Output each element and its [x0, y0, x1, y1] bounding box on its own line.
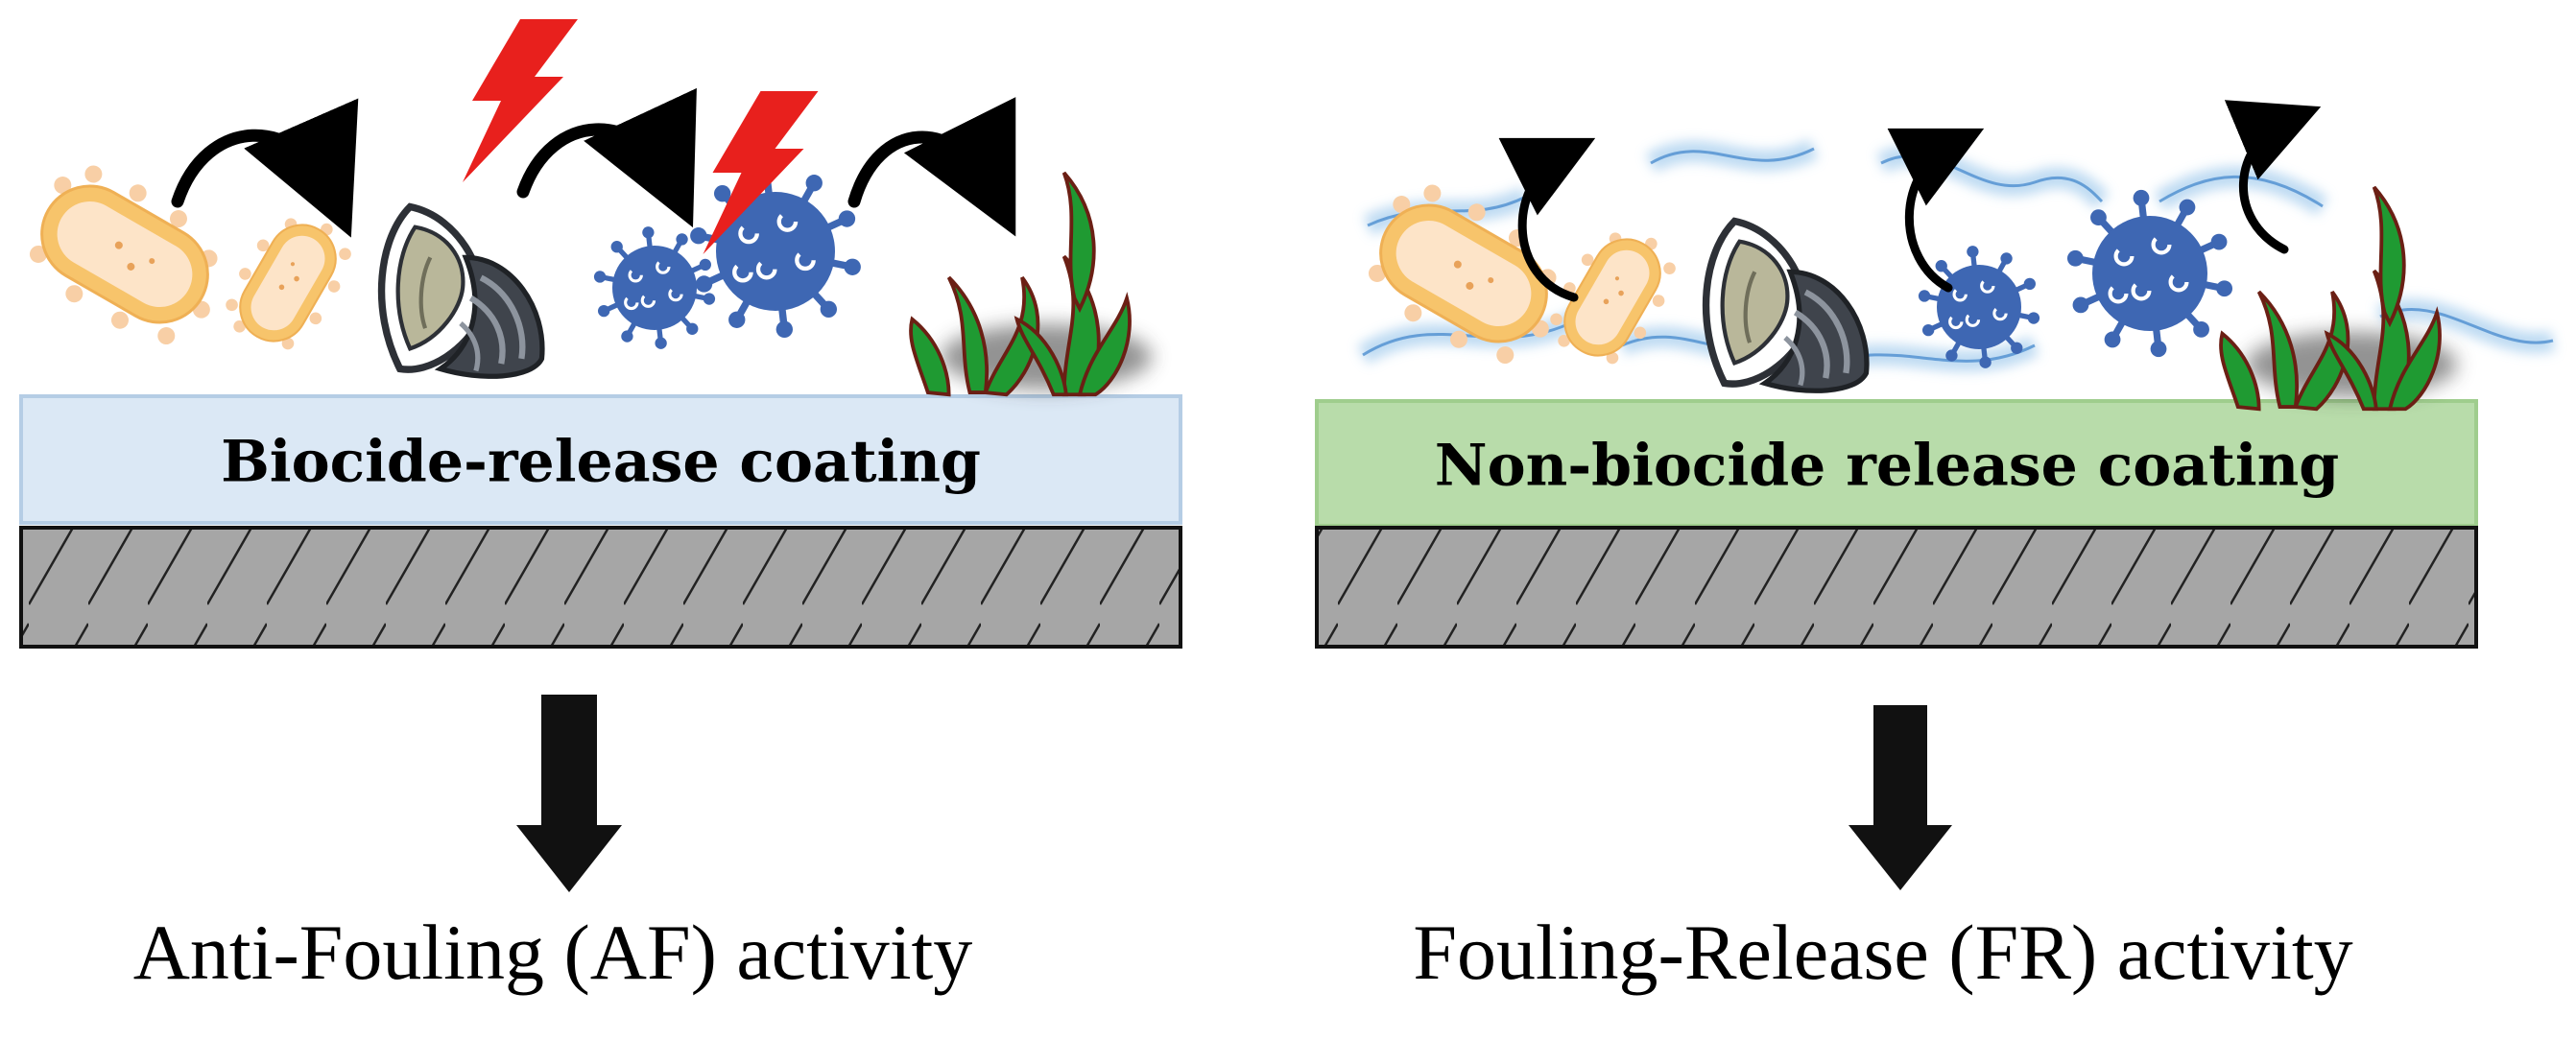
curved-arrow-icon — [1887, 128, 1985, 293]
bacteria-icon — [5, 145, 250, 366]
left-panel: Biocide-release coating Anti-Fouling (AF… — [5, 19, 1182, 996]
right-result-label: Fouling-Release (FR) activity — [1413, 909, 2352, 996]
left-substrate — [19, 526, 1182, 649]
non-biocide-release-coating-layer — [1315, 399, 2478, 528]
bacteria-icon — [211, 196, 367, 367]
lightning-icon — [463, 19, 578, 182]
right-substrate — [1315, 526, 2478, 649]
virus-icon — [690, 165, 861, 338]
curved-arrow-icon — [2224, 100, 2322, 254]
left-coating-label: Biocide-release coating — [221, 429, 981, 496]
curved-arrow-icon — [516, 87, 697, 228]
curved-arrow-icon — [847, 97, 1016, 237]
virus-icon — [2066, 189, 2233, 358]
down-arrow-icon — [1849, 705, 1952, 890]
virus-icon — [1918, 246, 2040, 368]
right-coating-label: Non-biocide release coating — [1435, 433, 2339, 500]
biocide-release-coating-layer — [19, 394, 1182, 525]
curved-arrow-icon — [171, 98, 359, 238]
mussel-icon — [382, 207, 542, 377]
virus-icon — [593, 226, 716, 349]
curved-arrow-icon — [1498, 137, 1596, 302]
mussel-icon — [1706, 222, 1867, 391]
right-panel: Non-biocide release coating — [1315, 100, 2556, 996]
algae-icon — [909, 171, 1132, 397]
left-result-label: Anti-Fouling (AF) activity — [133, 909, 973, 996]
down-arrow-icon — [516, 695, 622, 892]
